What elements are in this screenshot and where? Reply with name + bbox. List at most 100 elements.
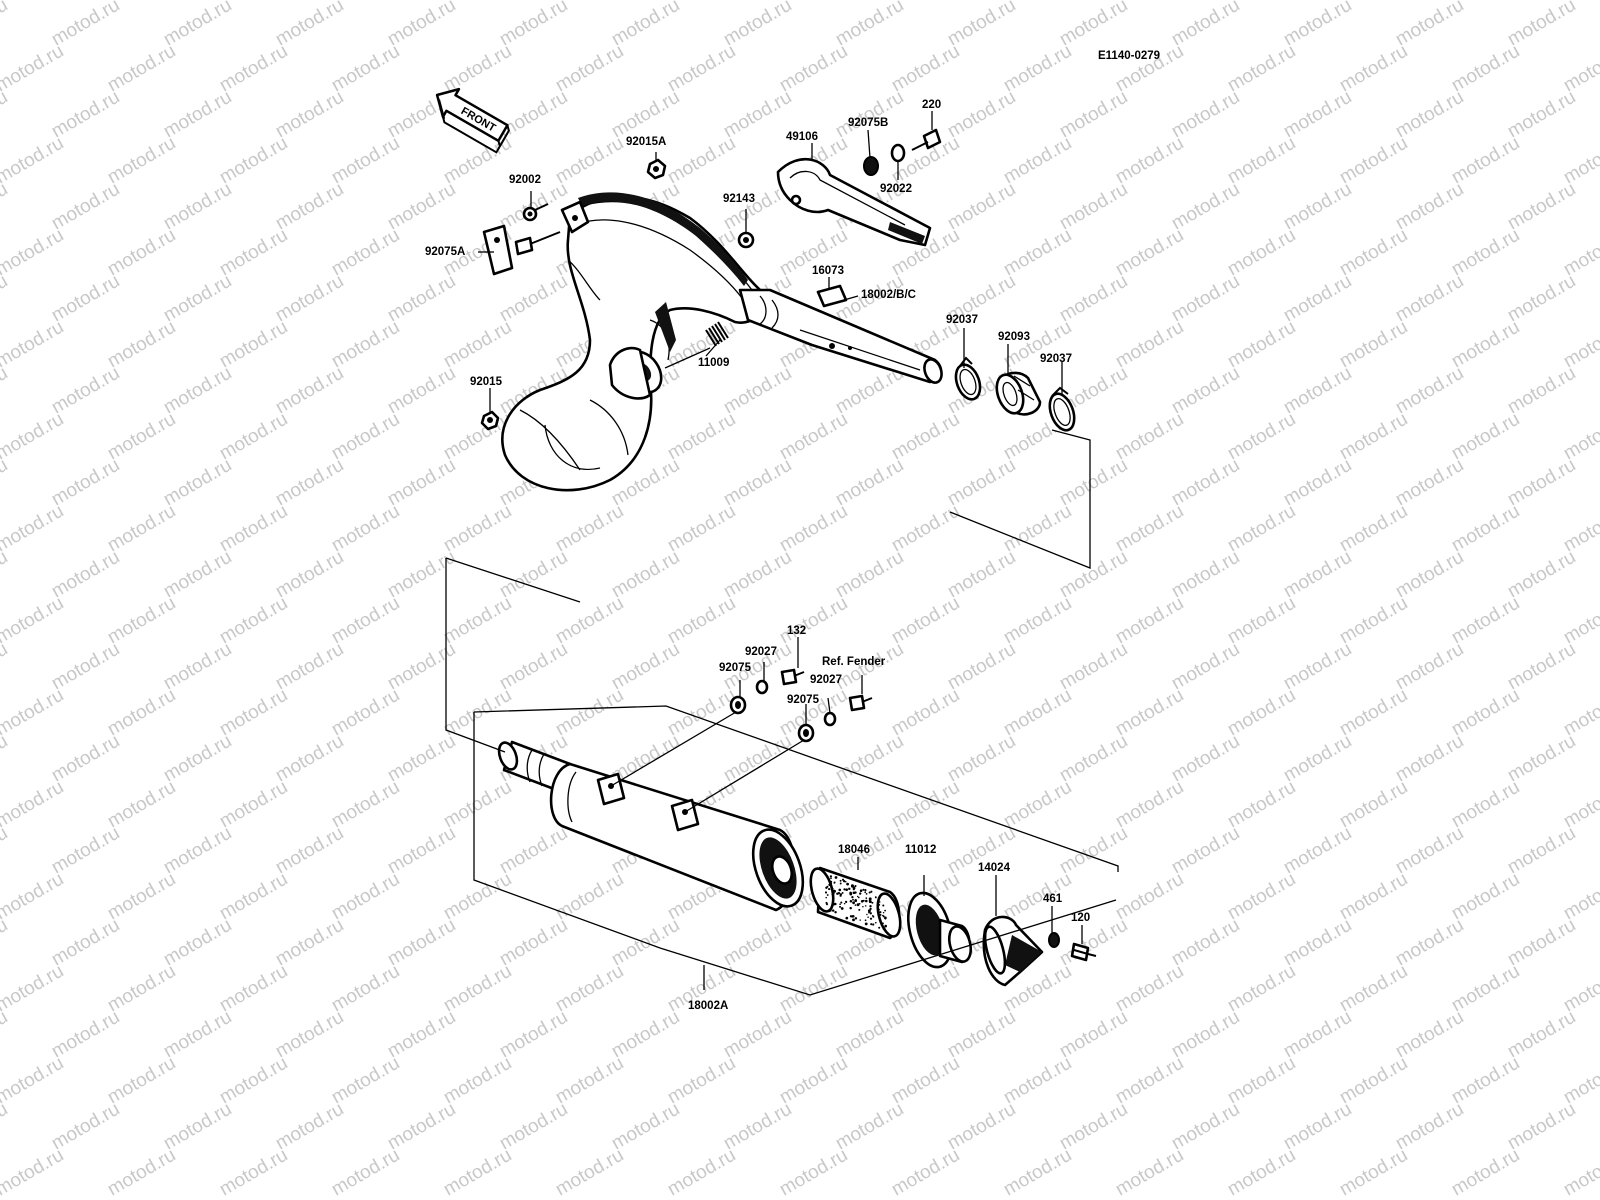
clamp-92037-rear [1048,386,1076,432]
watermark-text: motod.ru [1448,501,1523,557]
watermark-text: motod.ru [1280,271,1355,327]
watermark-text: motod.ru [1448,41,1523,97]
watermark-text: motod.ru [664,593,739,649]
watermark-text: motod.ru [1000,41,1075,97]
watermark-text: motod.ru [104,685,179,741]
washer-92027-left [755,679,769,695]
watermark-text: motod.ru [0,225,67,281]
sleeve-92093 [995,371,1042,416]
watermark-text: motod.ru [384,455,459,511]
label-92037-rear: 92037 [1040,353,1072,365]
watermark-text: motod.ru [1168,547,1243,603]
watermark-text: motod.ru [944,0,1019,50]
label-49106: 49106 [786,131,818,143]
watermark-text: motod.ru [776,593,851,649]
watermark-text: motod.ru [1280,1099,1355,1155]
watermark-text: motod.ru [496,271,571,327]
watermark-text: motod.ru [1392,1007,1467,1063]
watermark-text: motod.ru [1168,639,1243,695]
watermark-text: motod.ru [0,685,67,741]
watermark-text: motod.ru [216,409,291,465]
watermark-text: motod.ru [1448,409,1523,465]
watermark-text: motod.ru [608,547,683,603]
washer-461 [1048,932,1060,948]
watermark-text: motod.ru [328,1145,403,1200]
watermark-text: motod.ru [1392,731,1467,787]
watermark-text: motod.ru [888,41,963,97]
watermark-text: motod.ru [0,869,67,925]
watermark-text: motod.ru [216,777,291,833]
watermark-text: motod.ru [1224,133,1299,189]
watermark-text: motod.ru [1056,915,1131,971]
watermark-text: motod.ru [664,409,739,465]
watermark-text: motod.ru [720,0,795,50]
watermark-text: motod.ru [272,639,347,695]
watermark-text: motod.ru [1000,501,1075,557]
watermark-text: motod.ru [104,961,179,1017]
label-18046: 18046 [838,844,870,856]
watermark-text: motod.ru [1280,455,1355,511]
watermark-text: motod.ru [328,1053,403,1109]
watermark-text: motod.ru [1280,1007,1355,1063]
watermark-text: motod.ru [1224,409,1299,465]
watermark-text: motod.ru [384,915,459,971]
watermark-text: motod.ru [0,915,11,971]
watermark-text: motod.ru [832,87,907,143]
watermark-text: motod.ru [160,1007,235,1063]
watermark-text: motod.ru [496,915,571,971]
watermark-text: motod.ru [1000,777,1075,833]
watermark-text: motod.ru [496,547,571,603]
watermark-text: motod.ru [440,961,515,1017]
watermark-text: motod.ru [216,685,291,741]
watermark-text: motod.ru [1392,271,1467,327]
watermark-text: motod.ru [440,501,515,557]
watermark-text: motod.ru [1504,547,1579,603]
watermark-text: motod.ru [0,41,67,97]
watermark-text: motod.ru [944,179,1019,235]
watermark-text: motod.ru [0,0,67,4]
watermark-text: motod.ru [0,271,11,327]
watermark-text: motod.ru [1168,271,1243,327]
watermark-text: motod.ru [1112,593,1187,649]
watermark-text: motod.ru [720,1007,795,1063]
watermark-text: motod.ru [888,685,963,741]
watermark-text: motod.ru [0,363,11,419]
watermark-text: motod.ru [888,1145,963,1200]
label-18002-b-c: 18002/B/C [861,289,916,301]
watermark-text: motod.ru [160,1099,235,1155]
watermark-text: motod.ru [1504,455,1579,511]
watermark-text: motod.ru [944,87,1019,143]
nut-92143 [737,231,755,249]
watermark-text: motod.ru [1112,961,1187,1017]
watermark-text: motod.ru [328,961,403,1017]
watermark-text: motod.ru [48,915,123,971]
watermark-text: motod.ru [160,179,235,235]
watermark-text: motod.ru [1112,501,1187,557]
watermark-text: motod.ru [216,225,291,281]
watermark-text: motod.ru [328,133,403,189]
watermark-text: motod.ru [216,593,291,649]
watermark-text: motod.ru [48,1007,123,1063]
watermark-text: motod.ru [384,363,459,419]
watermark-text: motod.ru [776,501,851,557]
watermark-text: motod.ru [552,133,627,189]
watermark-text: motod.ru [1336,409,1411,465]
label-92015A: 92015A [626,136,666,148]
watermark-text: motod.ru [160,363,235,419]
watermark-text: motod.ru [104,593,179,649]
watermark-text: motod.ru [216,41,291,97]
watermark-text: motod.ru [384,823,459,879]
label-120: 120 [1071,912,1090,924]
heat-guard-hole [790,194,802,206]
label-92027-right: 92027 [810,674,842,686]
watermark-text: motod.ru [1056,823,1131,879]
label-92027-left: 92027 [745,646,777,658]
watermark-text: motod.ru [440,1145,515,1200]
watermark-text: motod.ru [104,501,179,557]
watermark-text: motod.ru [0,0,11,50]
bolt-ref-fender [848,694,873,712]
watermark-text: motod.ru [216,1145,291,1200]
washer-92022 [890,143,906,163]
watermark-text: motod.ru [1448,685,1523,741]
watermark-text: motod.ru [608,87,683,143]
